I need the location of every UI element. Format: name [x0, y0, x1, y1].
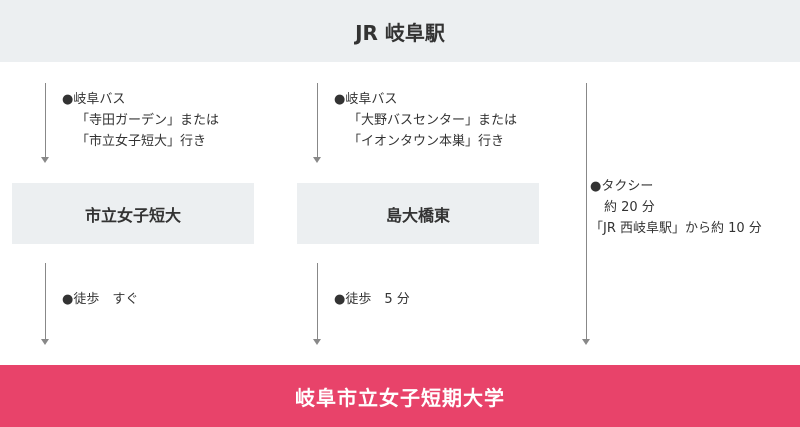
route3-taxi-arrow: [582, 83, 592, 345]
route2-bus-title: ●岐阜バス: [334, 92, 398, 107]
route1-bus-destinations-2: 「市立女子短大」行き: [76, 134, 207, 149]
route1-bus-info: ●岐阜バス 「寺田ガーデン」または 「市立女子短大」行き: [62, 89, 219, 152]
route1-bus-stop-label: 市立女子短大: [84, 205, 181, 225]
route1-walk-arrow: [41, 263, 51, 345]
destination-banner: 岐阜市立女子短期大学: [0, 365, 800, 427]
route1-walk-info: ●徒歩 すぐ: [62, 292, 139, 307]
route1-bus-stop: 市立女子短大: [12, 183, 254, 244]
route2-bus-destinations-2: 「イオンタウン本巣」行き: [348, 134, 505, 149]
route3-taxi-time: 約 20 分: [604, 200, 655, 215]
route3-taxi-title: ●タクシー: [590, 179, 654, 194]
route2-walk-arrow: [313, 263, 323, 345]
route2-bus-stop-label: 島大橋東: [385, 205, 450, 225]
route2-walk-info: ●徒歩 5 分: [334, 292, 410, 307]
route2-bus-arrow: [313, 83, 323, 163]
route2-bus-info: ●岐阜バス 「大野バスセンター」または 「イオンタウン本巣」行き: [334, 89, 517, 152]
start-station-header: JR 岐阜駅: [0, 0, 800, 62]
route1-bus-title: ●岐阜バス: [62, 92, 126, 107]
route3-taxi-alt: 「JR 西岐阜駅」から約 10 分: [590, 221, 762, 236]
route2-bus-destinations: 「大野バスセンター」または: [348, 113, 518, 128]
start-station-label: JR 岐阜駅: [355, 20, 445, 45]
route3-taxi-info: ●タクシー 約 20 分 「JR 西岐阜駅」から約 10 分: [590, 176, 762, 239]
route2-bus-stop: 島大橋東: [297, 183, 539, 244]
route1-bus-destinations: 「寺田ガーデン」または: [76, 113, 220, 128]
route1-bus-arrow: [41, 83, 51, 163]
destination-label: 岐阜市立女子短期大学: [295, 385, 505, 410]
